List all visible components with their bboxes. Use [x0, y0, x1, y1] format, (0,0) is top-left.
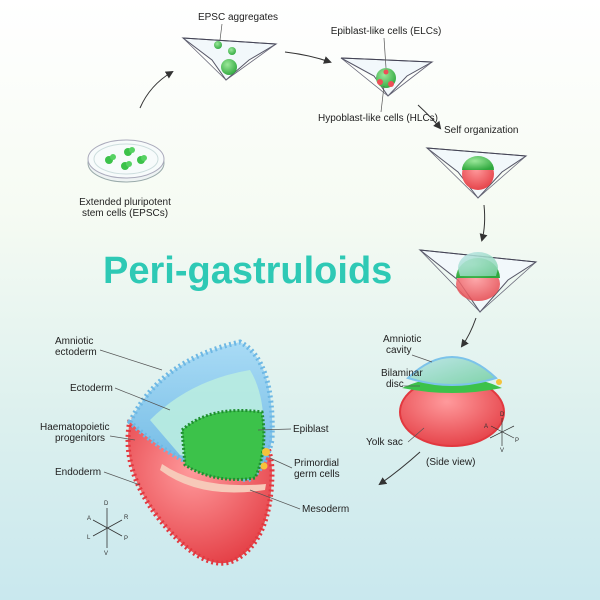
- arrow-1: [139, 70, 174, 109]
- bilaminar-label-1: Bilaminar: [381, 368, 423, 379]
- figure-title: Peri-gastruloids: [103, 250, 392, 292]
- amniotic-cavity-label-1: Amniotic: [383, 334, 421, 345]
- arrow-5: [460, 317, 477, 348]
- epsc-label-line1: Extended pluripotent: [79, 197, 171, 208]
- side-view-caption: (Side view): [426, 457, 475, 468]
- amniotic-cavity-shape: [406, 356, 498, 386]
- amniotic-ectoderm-label-1: Amniotic: [55, 336, 93, 347]
- well-self-organization: [425, 147, 528, 199]
- side-view-structure: [399, 356, 505, 447]
- pgc-dot: [262, 448, 270, 456]
- endoderm-label: Endoderm: [55, 467, 101, 478]
- mesoderm-band: [160, 464, 266, 493]
- aggregate-cluster: [221, 59, 237, 75]
- well-peri-gastruloid: [418, 249, 538, 313]
- axis-compass-small: D V A P: [484, 412, 519, 454]
- svg-text:D: D: [104, 501, 109, 507]
- svg-text:P: P: [124, 536, 128, 542]
- ectoderm-label: Ectoderm: [70, 383, 113, 394]
- arrow-4: [479, 204, 488, 242]
- bilaminar-label-2: disc: [386, 379, 404, 390]
- well-aggregates: [181, 37, 278, 81]
- svg-text:D: D: [500, 412, 505, 418]
- petri-dish: [87, 139, 165, 183]
- haem-label-2: progenitors: [55, 433, 105, 444]
- svg-text:R: R: [124, 515, 129, 521]
- pgc-label-1: Primordial: [294, 458, 339, 469]
- amniotic-cavity-label-2: cavity: [386, 345, 412, 356]
- arrow-3: [417, 104, 442, 130]
- yolk-sac-label: Yolk sac: [366, 437, 403, 448]
- elc-label: Epiblast-like cells (ELCs): [331, 26, 442, 37]
- aggregate-small: [214, 41, 222, 49]
- haem-label-1: Haematopoietic: [40, 422, 109, 433]
- detailed-peri-gastruloid: [125, 339, 275, 566]
- axis-compass-large: D V A R L P: [87, 501, 129, 557]
- svg-text:V: V: [500, 448, 504, 454]
- epsc-colony: [105, 147, 147, 170]
- self-org-label: Self organization: [444, 125, 519, 136]
- svg-text:A: A: [87, 516, 91, 522]
- epiblast-cap: [462, 156, 494, 170]
- well-elc-hlc: [340, 57, 434, 97]
- svg-text:P: P: [515, 438, 519, 444]
- arrow-6: [378, 451, 421, 486]
- svg-text:L: L: [87, 535, 91, 541]
- svg-text:A: A: [484, 424, 488, 430]
- arrow-2: [284, 51, 332, 64]
- mesoderm-label: Mesoderm: [302, 504, 349, 515]
- hlc-label: Hypoblast-like cells (HLCs): [318, 113, 438, 124]
- epsc-label-line2: stem cells (EPSCs): [82, 208, 168, 219]
- epiblast-label: Epiblast: [293, 424, 329, 435]
- pgc-label-2: germ cells: [294, 469, 340, 480]
- epiblast-shape: [180, 408, 266, 481]
- aggregates-label: EPSC aggregates: [198, 12, 278, 23]
- svg-text:V: V: [104, 551, 108, 557]
- amniotic-ectoderm-label-2: ectoderm: [55, 347, 97, 358]
